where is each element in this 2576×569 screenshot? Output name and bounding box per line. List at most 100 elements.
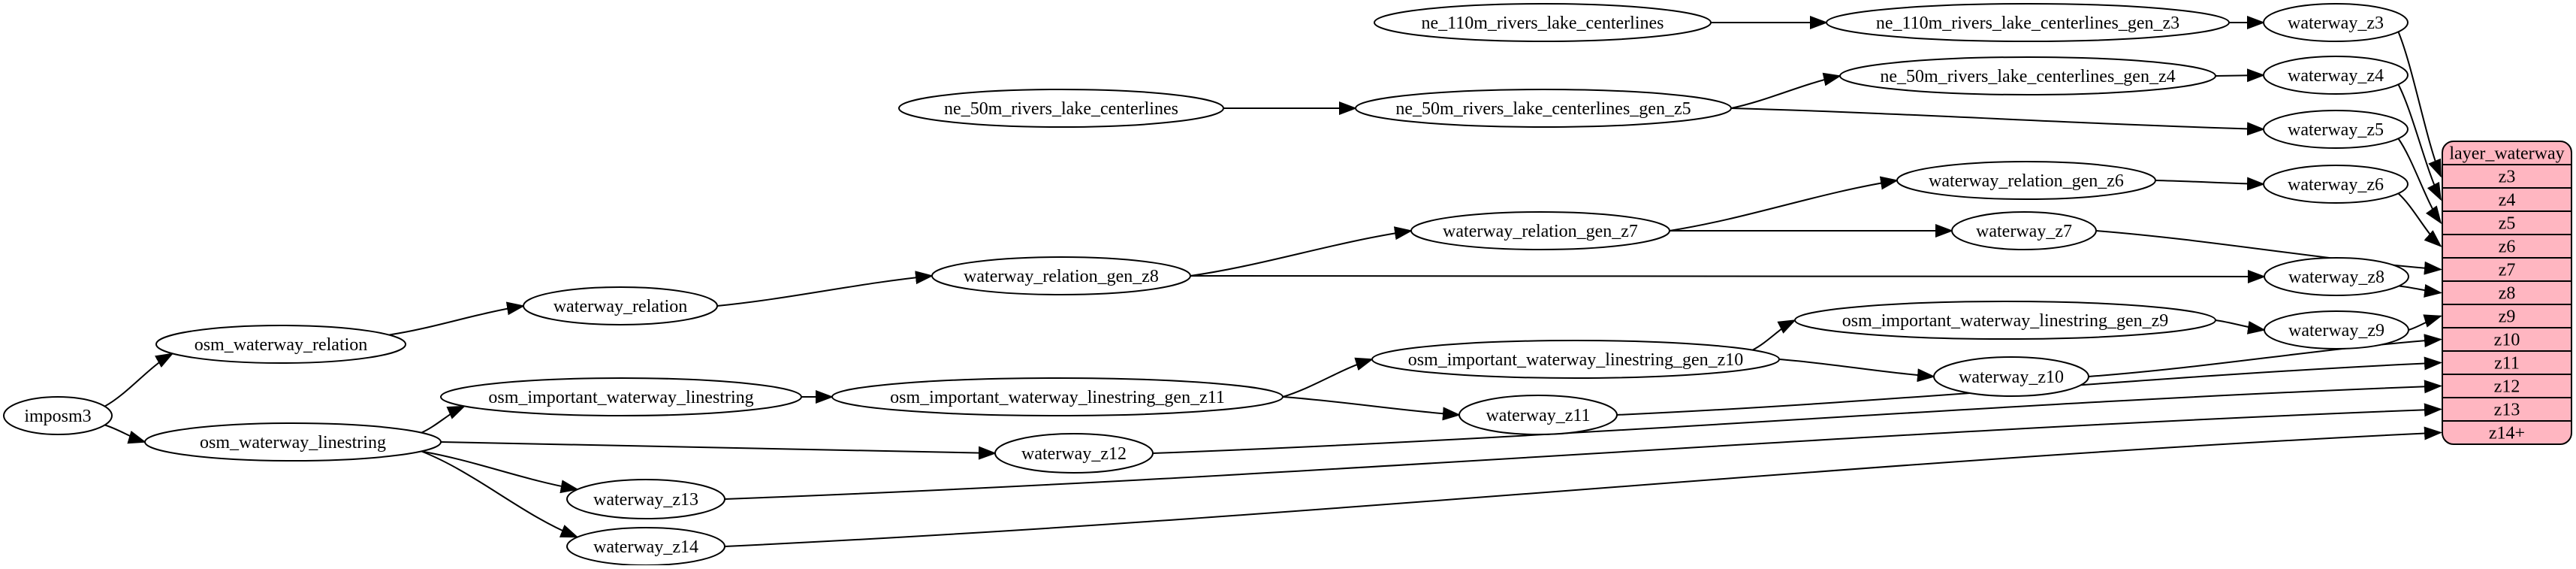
edge-waterway_z3-to-table-z3 [2397, 32, 2442, 178]
edge-imposm3-to-osm_waterway_relation [104, 353, 174, 407]
table-row-z7: z7 [2499, 261, 2516, 280]
edge-waterway_z13-to-table-z13 [724, 403, 2442, 500]
edge-waterway_z14-to-table-z14+ [724, 426, 2442, 547]
node-ellipse-imposm3 [3, 396, 113, 435]
node-ellipse-osm_important_waterway_linestring_gen_z9 [1794, 301, 2216, 340]
node-ellipse-waterway_relation_gen_z8 [931, 256, 1191, 295]
edge-waterway_relation-to-waterway_relation_gen_z8 [716, 271, 934, 307]
node-waterway_z6: waterway_z6 [2263, 165, 2409, 204]
node-label-waterway_z10: waterway_z10 [1959, 368, 2064, 387]
node-label-waterway_relation_gen_z7: waterway_relation_gen_z7 [1443, 222, 1638, 241]
edge-osm_waterway_linestring-to-waterway_z14 [421, 450, 579, 538]
node-label-ne_110m_rivers_lake_centerlines: ne_110m_rivers_lake_centerlines [1422, 14, 1664, 33]
node-waterway_z12: waterway_z12 [994, 433, 1154, 474]
table-row-z13: z13 [2494, 401, 2520, 420]
node-ne_50m_rivers_lake_centerlines_gen_z5: ne_50m_rivers_lake_centerlines_gen_z5 [1355, 89, 1732, 128]
node-waterway_z4: waterway_z4 [2263, 56, 2409, 95]
edge-waterway_z5-to-table-z5 [2397, 138, 2442, 225]
node-ellipse-osm_waterway_linestring [144, 422, 442, 462]
node-osm_important_waterway_linestring_gen_z10: osm_important_waterway_linestring_gen_z1… [1371, 340, 1780, 379]
node-ellipse-osm_important_waterway_linestring_gen_z10 [1371, 340, 1780, 379]
node-label-waterway_z3: waterway_z3 [2288, 14, 2384, 33]
node-osm_important_waterway_linestring_gen_z9: osm_important_waterway_linestring_gen_z9 [1794, 301, 2216, 340]
edge-layer [104, 16, 2442, 547]
node-label-waterway_z7: waterway_z7 [1976, 222, 2072, 241]
node-ellipse-waterway_z9 [2264, 310, 2409, 350]
node-label-ne_50m_rivers_lake_centerlines_gen_z4: ne_50m_rivers_lake_centerlines_gen_z4 [1880, 67, 2175, 86]
node-ellipse-waterway_z5 [2263, 110, 2409, 149]
node-ellipse-waterway_z11 [1458, 395, 1618, 435]
edge-osm_waterway_linestring-to-osm_important_waterway_linestring [421, 405, 466, 434]
node-label-waterway_relation: waterway_relation [554, 297, 688, 316]
node-label-osm_important_waterway_linestring_gen_z11: osm_important_waterway_linestring_gen_z1… [890, 388, 1225, 407]
node-ellipse-ne_50m_rivers_lake_centerlines_gen_z5 [1355, 89, 1732, 128]
node-label-osm_important_waterway_linestring_gen_z10: osm_important_waterway_linestring_gen_z1… [1408, 350, 1744, 370]
edge-waterway_z12-to-table-z12 [1152, 380, 2442, 454]
node-ellipse-ne_110m_rivers_lake_centerlines_gen_z3 [1826, 3, 2230, 42]
node-ellipse-osm_important_waterway_linestring [440, 377, 802, 416]
table-outline [2442, 141, 2572, 445]
node-layer: imposm3osm_waterway_relationosm_waterway… [3, 3, 2409, 566]
edge-osm_important_waterway_linestring_gen_z9-to-waterway_z9 [2215, 319, 2266, 334]
node-ellipse-waterway_z8 [2264, 257, 2409, 296]
edge-osm_waterway_linestring-to-waterway_z12 [440, 441, 997, 460]
node-ne_110m_rivers_lake_centerlines_gen_z3: ne_110m_rivers_lake_centerlines_gen_z3 [1826, 3, 2230, 42]
node-ellipse-ne_50m_rivers_lake_centerlines_gen_z4 [1839, 56, 2216, 95]
edge-ne_50m_rivers_lake_centerlines_gen_z5-to-ne_50m_rivers_lake_centerlines_gen_z4 [1730, 72, 1842, 109]
edge-waterway_relation_gen_z6-to-waterway_z6 [2155, 177, 2265, 191]
table-layer-waterway: layer_waterwayz3z4z5z6z7z8z9z10z11z12z13… [2442, 141, 2572, 445]
node-label-ne_50m_rivers_lake_centerlines: ne_50m_rivers_lake_centerlines [944, 99, 1178, 119]
node-waterway_z3: waterway_z3 [2263, 3, 2409, 42]
node-waterway_z5: waterway_z5 [2263, 110, 2409, 149]
node-waterway_relation_gen_z6: waterway_relation_gen_z6 [1896, 161, 2156, 200]
node-label-osm_waterway_linestring: osm_waterway_linestring [200, 433, 386, 452]
node-waterway_z14: waterway_z14 [566, 527, 725, 566]
table-row-z11: z11 [2494, 354, 2520, 374]
edge-waterway_relation_gen_z8-to-waterway_z8 [1190, 269, 2266, 283]
table-row-z4: z4 [2499, 191, 2516, 210]
edge-osm_important_waterway_linestring_gen_z11-to-osm_important_waterway_linestring_gen_z10 [1282, 357, 1374, 398]
node-waterway_z13: waterway_z13 [566, 479, 725, 519]
node-ne_50m_rivers_lake_centerlines_gen_z4: ne_50m_rivers_lake_centerlines_gen_z4 [1839, 56, 2216, 95]
table-row-z12: z12 [2494, 377, 2520, 397]
node-label-waterway_z5: waterway_z5 [2288, 120, 2384, 140]
edge-osm_important_waterway_linestring_gen_z11-to-waterway_z11 [1282, 396, 1461, 421]
node-label-waterway_z6: waterway_z6 [2288, 175, 2384, 195]
node-label-imposm3: imposm3 [24, 407, 91, 426]
table-title: layer_waterway [2449, 144, 2564, 164]
node-ellipse-ne_50m_rivers_lake_centerlines [898, 89, 1224, 128]
node-label-osm_important_waterway_linestring: osm_important_waterway_linestring [488, 388, 753, 407]
node-ellipse-osm_waterway_relation [155, 325, 406, 364]
node-label-waterway_z4: waterway_z4 [2288, 66, 2384, 86]
edge-waterway_z10-to-table-z10 [2088, 334, 2442, 377]
node-ellipse-waterway_z3 [2263, 3, 2409, 42]
edge-waterway_z9-to-table-z9 [2408, 314, 2442, 331]
node-label-waterway_z14: waterway_z14 [593, 537, 698, 557]
node-ellipse-waterway_z4 [2263, 56, 2409, 95]
node-ellipse-waterway_z10 [1933, 356, 2089, 397]
node-waterway_z7: waterway_z7 [1951, 211, 2097, 250]
node-label-waterway_z11: waterway_z11 [1486, 406, 1590, 425]
table-row-z14+: z14+ [2489, 424, 2525, 443]
node-ellipse-waterway_relation_gen_z6 [1896, 161, 2156, 200]
node-waterway_z11: waterway_z11 [1458, 395, 1618, 435]
node-label-waterway_z13: waterway_z13 [593, 490, 698, 510]
edge-osm_important_waterway_linestring_gen_z10-to-osm_important_waterway_linestring_gen_z9 [1752, 319, 1796, 351]
edge-waterway_relation_gen_z7-to-waterway_relation_gen_z6 [1669, 176, 1899, 232]
table-row-z8: z8 [2499, 284, 2516, 304]
node-label-waterway_relation_gen_z8: waterway_relation_gen_z8 [964, 267, 1159, 286]
node-label-waterway_z12: waterway_z12 [1021, 444, 1127, 464]
node-ellipse-waterway_relation [523, 286, 718, 325]
node-ellipse-waterway_z6 [2263, 165, 2409, 204]
node-osm_waterway_linestring: osm_waterway_linestring [144, 422, 442, 462]
edge-osm_waterway_linestring-to-waterway_z13 [421, 450, 579, 494]
node-label-ne_110m_rivers_lake_centerlines_gen_z3: ne_110m_rivers_lake_centerlines_gen_z3 [1876, 14, 2179, 33]
node-waterway_relation: waterway_relation [523, 286, 718, 325]
node-label-waterway_z9: waterway_z9 [2288, 321, 2384, 340]
node-ellipse-waterway_z13 [566, 479, 725, 519]
node-ellipse-waterway_z12 [994, 433, 1154, 474]
edge-imposm3-to-osm_waterway_linestring [104, 424, 146, 444]
edge-waterway_z4-to-table-z4 [2397, 84, 2442, 201]
